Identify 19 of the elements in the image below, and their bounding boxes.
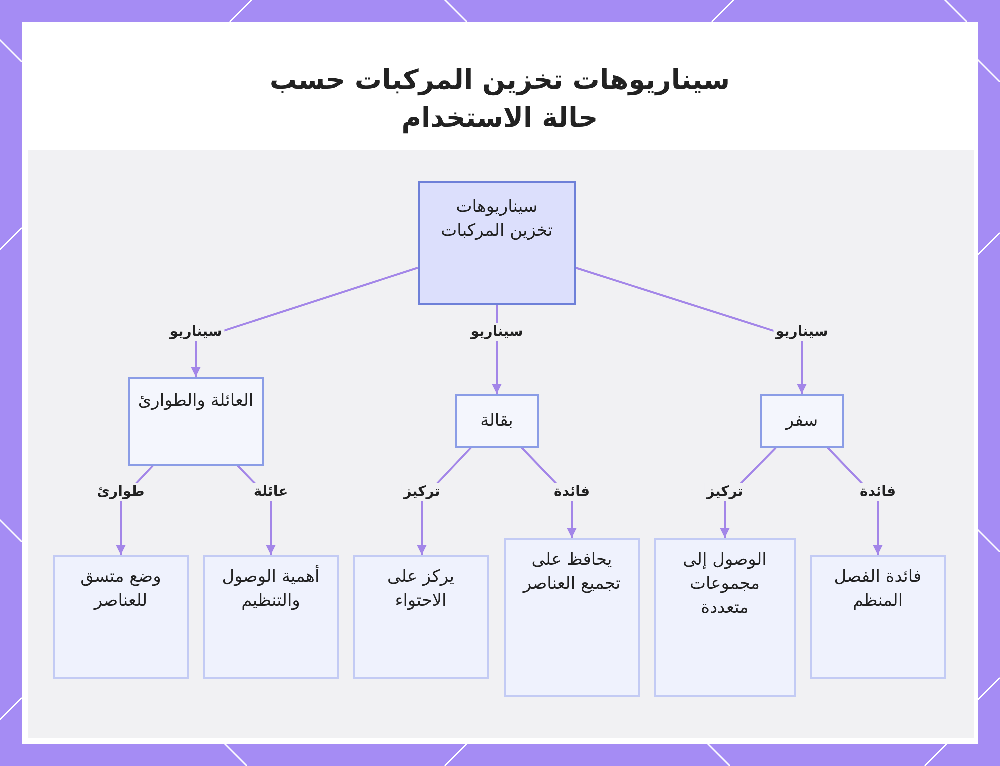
process-box: سفر bbox=[760, 394, 844, 448]
arrow bbox=[576, 267, 807, 394]
process-box: وضع متسق للعناصر bbox=[53, 555, 189, 679]
process-box: فائدة الفصل المنظم bbox=[810, 555, 946, 679]
process-box: العائلة والطوارئ bbox=[128, 377, 264, 466]
process-box: يحافظ على تجميع العناصر bbox=[504, 538, 640, 697]
edge-label: سيناريو bbox=[774, 323, 830, 341]
process-box: يركز على الاحتواء bbox=[353, 555, 489, 679]
process-box: الوصول إلى مجموعات متعددة bbox=[654, 538, 796, 697]
edge-label: طوارئ bbox=[95, 483, 147, 501]
edge-label: سيناريو bbox=[468, 323, 526, 341]
process-box: بقالة bbox=[455, 394, 539, 448]
edge-label: تركيز bbox=[704, 483, 746, 501]
process-box: سيناريوهات تخزين المركبات bbox=[418, 181, 576, 305]
arrow bbox=[191, 267, 418, 377]
title: سيناريوهات تخزين المركبات حسب حالة الاستخدام bbox=[268, 64, 732, 136]
edge-label: تركيز bbox=[402, 483, 442, 501]
edge-label: سيناريو bbox=[168, 323, 224, 341]
process-box: أهمية الوصول والتنظيم bbox=[203, 555, 339, 679]
